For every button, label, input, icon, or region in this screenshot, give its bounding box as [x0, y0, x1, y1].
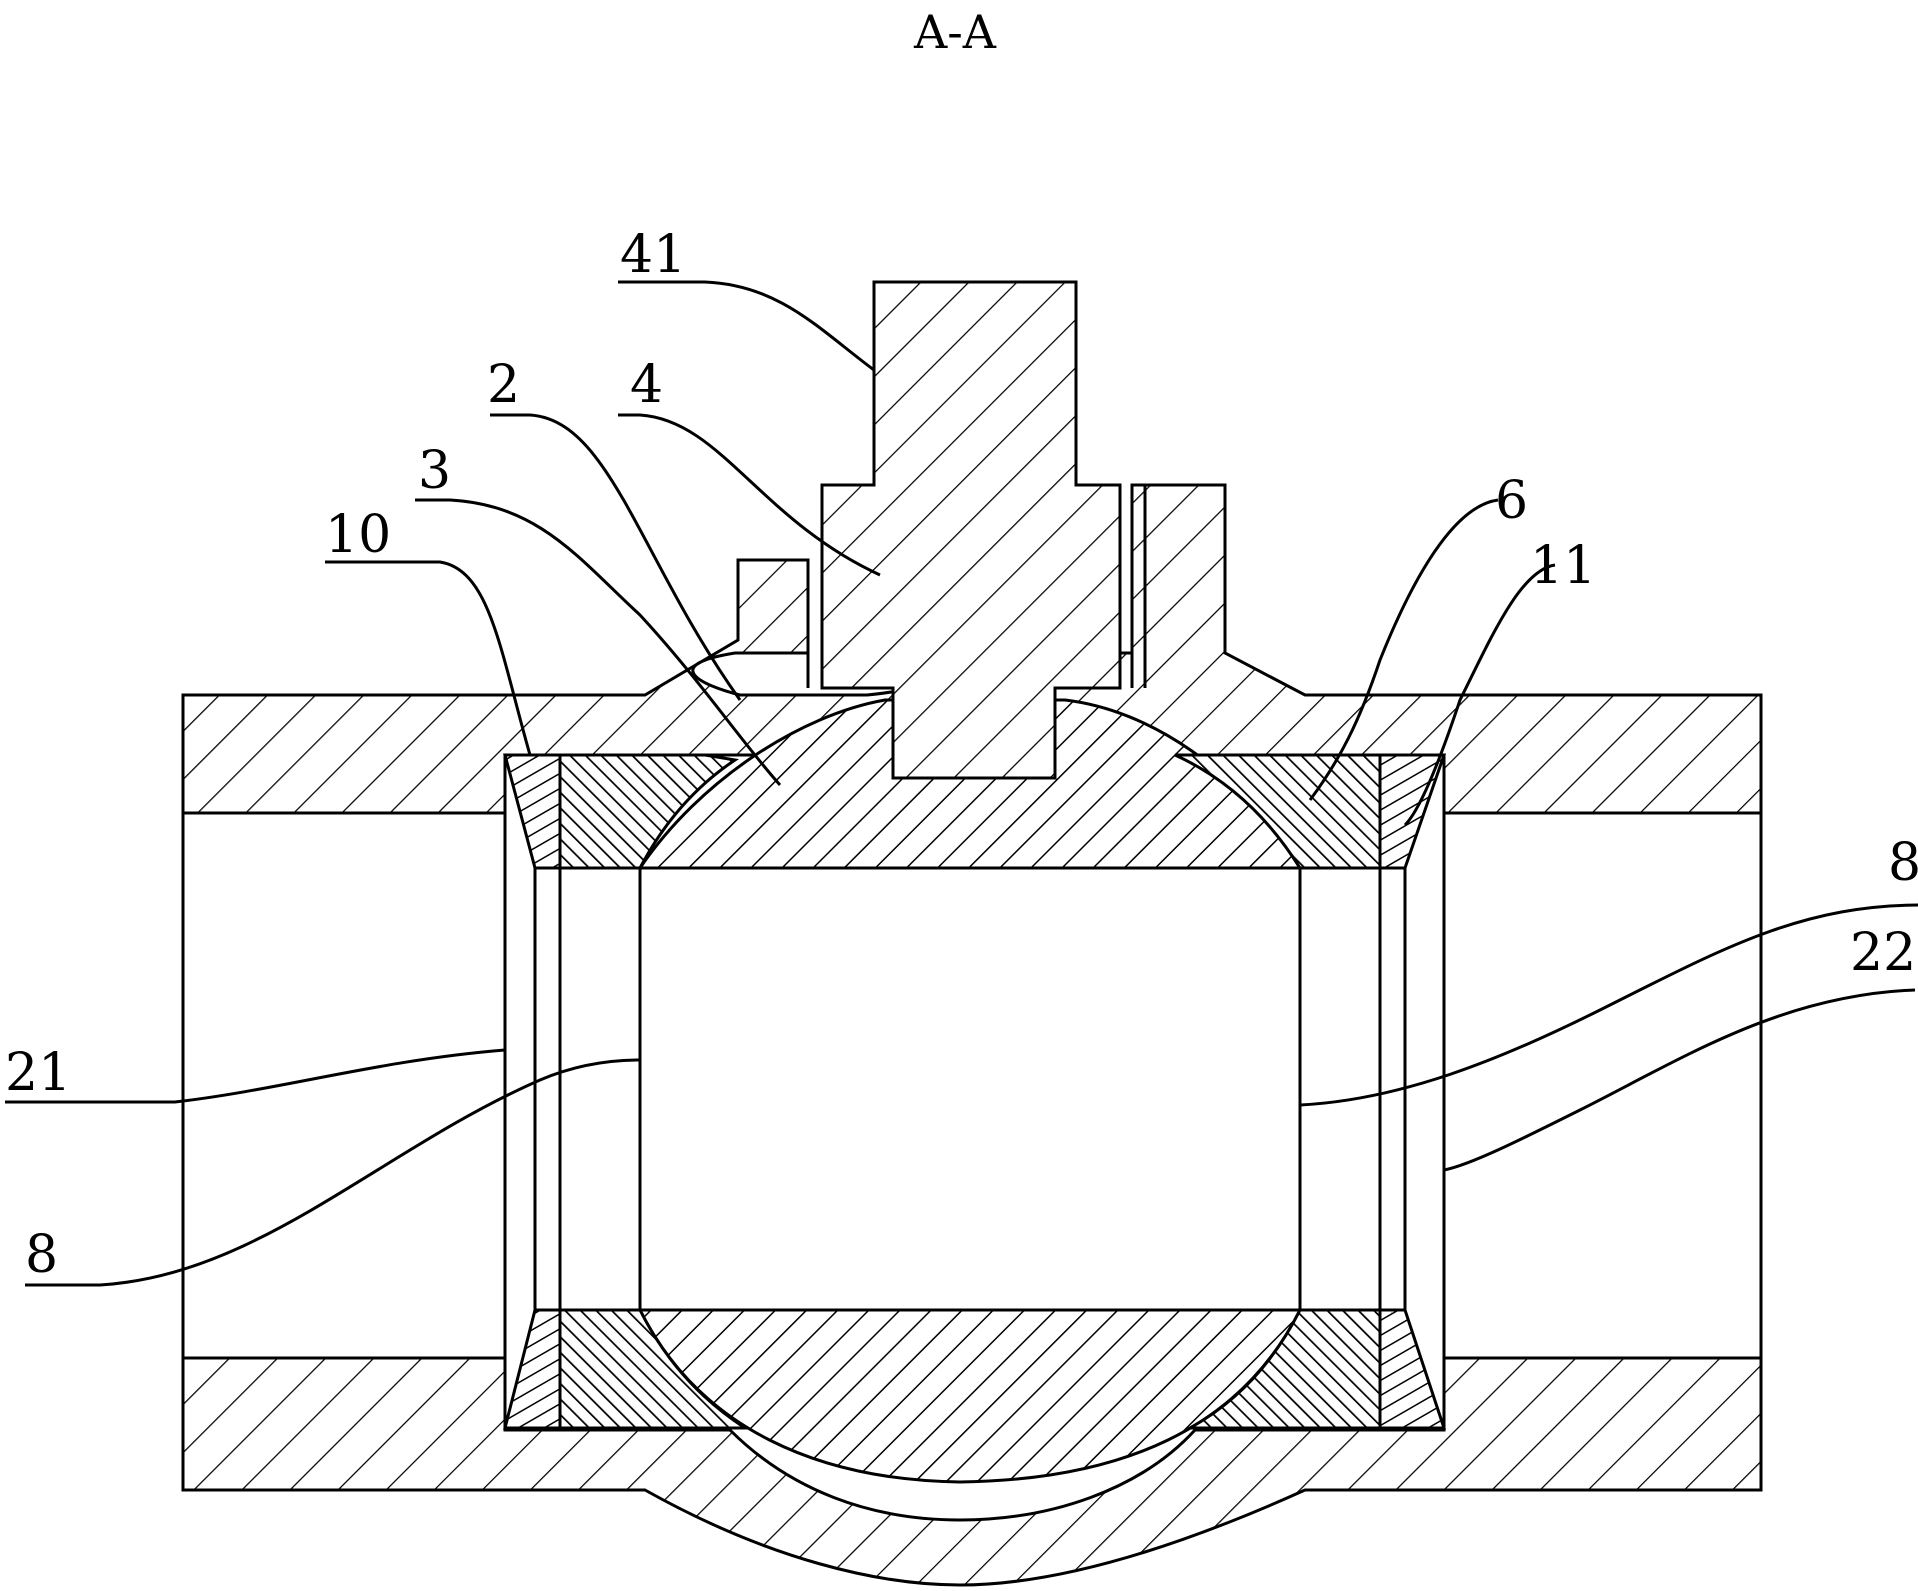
callout-22: 22	[1850, 923, 1916, 983]
ball-bore	[638, 866, 1302, 1312]
callout-8-right: 8	[1888, 833, 1918, 893]
leader-lines	[5, 280, 1918, 1287]
retainer-left-upper	[503, 753, 562, 870]
callout-10: 10	[325, 505, 391, 565]
callout-2: 2	[487, 355, 520, 415]
retainer-left-lower	[503, 1308, 562, 1430]
seat-left-lower	[558, 1308, 751, 1430]
section-title: A-A	[913, 5, 997, 59]
seat-right-lower	[1184, 1308, 1382, 1430]
callout-6: 6	[1495, 471, 1528, 531]
seat-left-upper	[558, 753, 739, 870]
callout-3: 3	[418, 441, 451, 501]
callout-8-left: 8	[25, 1225, 58, 1285]
retainer-right-lower	[1378, 1308, 1447, 1430]
callout-4: 4	[630, 355, 663, 415]
callout-11: 11	[1530, 536, 1596, 596]
callout-41: 41	[620, 225, 686, 285]
valve-body-lower	[181, 1356, 1763, 1587]
callout-21: 21	[5, 1043, 71, 1103]
